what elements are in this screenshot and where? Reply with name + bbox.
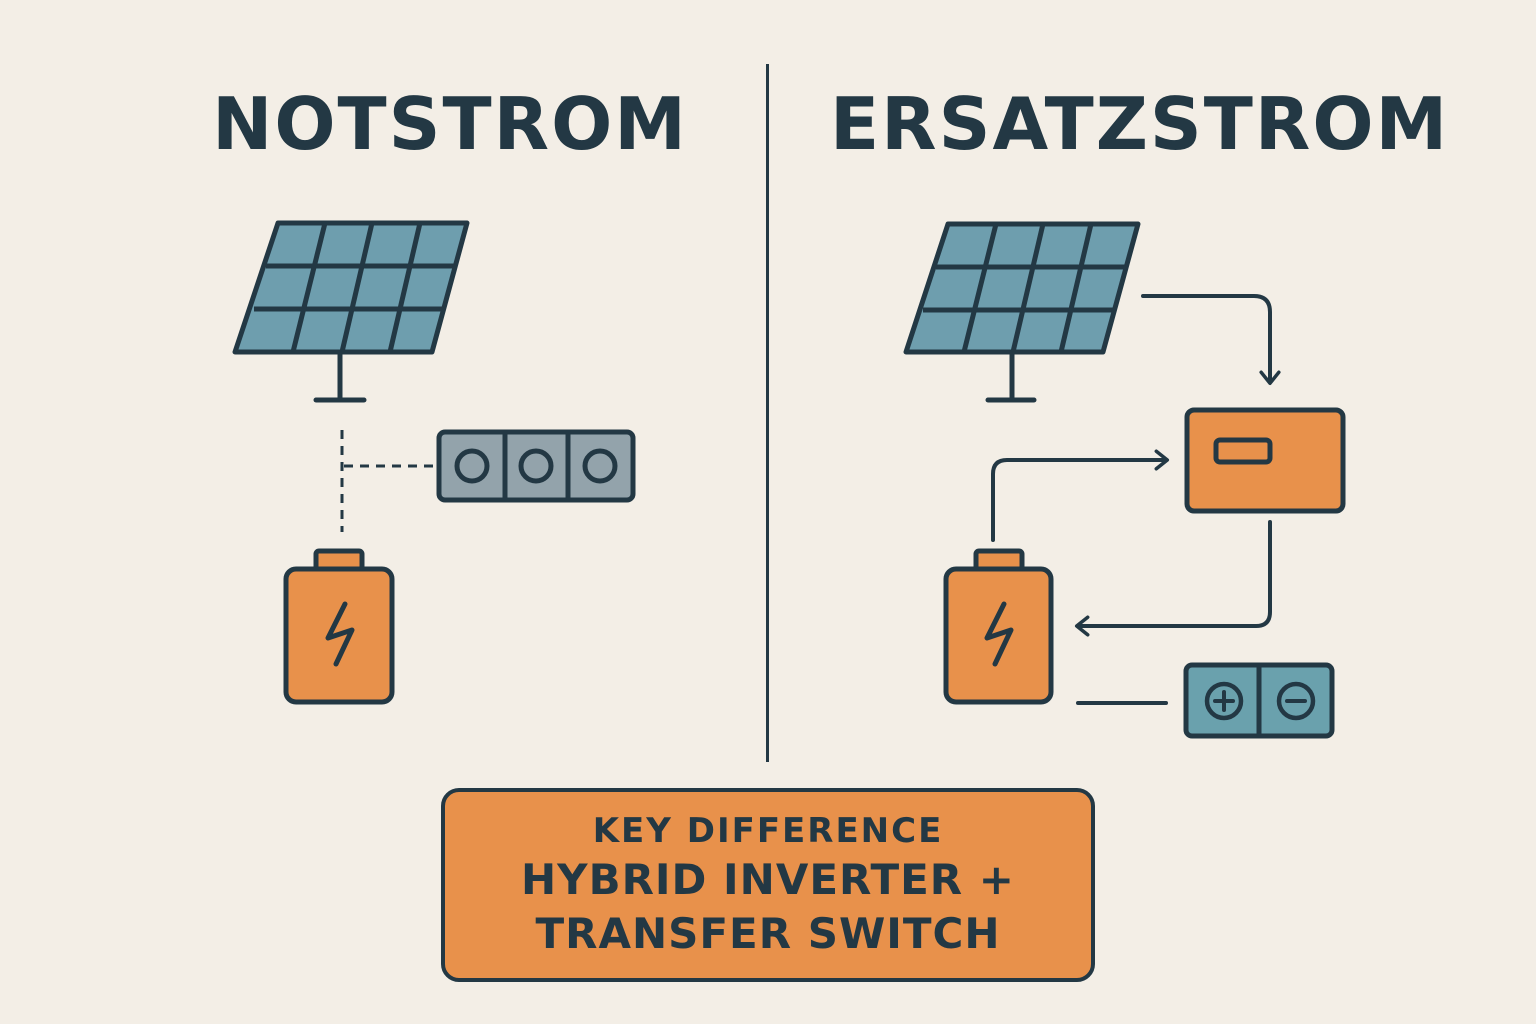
lightning-bolt-icon bbox=[325, 601, 355, 667]
center-divider bbox=[766, 64, 769, 762]
left-solar-panel-icon bbox=[232, 220, 470, 403]
left-dashed-connection bbox=[340, 430, 434, 532]
left-power-strip-icon bbox=[436, 429, 636, 503]
right-battery-icon bbox=[943, 548, 1054, 705]
hybrid-inverter-icon bbox=[1184, 407, 1346, 514]
inverter-to-battery-arrow bbox=[1074, 520, 1272, 637]
notstrom-title: NOTSTROM bbox=[212, 82, 688, 166]
key-difference-line-1: HYBRID INVERTER + bbox=[521, 855, 1015, 904]
lightning-bolt-icon bbox=[984, 601, 1014, 667]
key-difference-label: KEY DIFFERENCE bbox=[592, 811, 944, 851]
battery-to-inverter-arrow bbox=[991, 449, 1170, 542]
right-solar-panel-icon bbox=[903, 221, 1141, 403]
solar-to-inverter-arrow bbox=[1141, 294, 1281, 386]
key-difference-box: KEY DIFFERENCE HYBRID INVERTER + TRANSFE… bbox=[441, 788, 1095, 982]
left-battery-icon bbox=[283, 548, 395, 705]
ersatzstrom-title: ERSATZSTROM bbox=[830, 82, 1450, 166]
dc-terminal-icon bbox=[1183, 662, 1335, 739]
flow-arrows bbox=[991, 294, 1281, 705]
key-difference-line-2: TRANSFER SWITCH bbox=[535, 909, 1001, 958]
